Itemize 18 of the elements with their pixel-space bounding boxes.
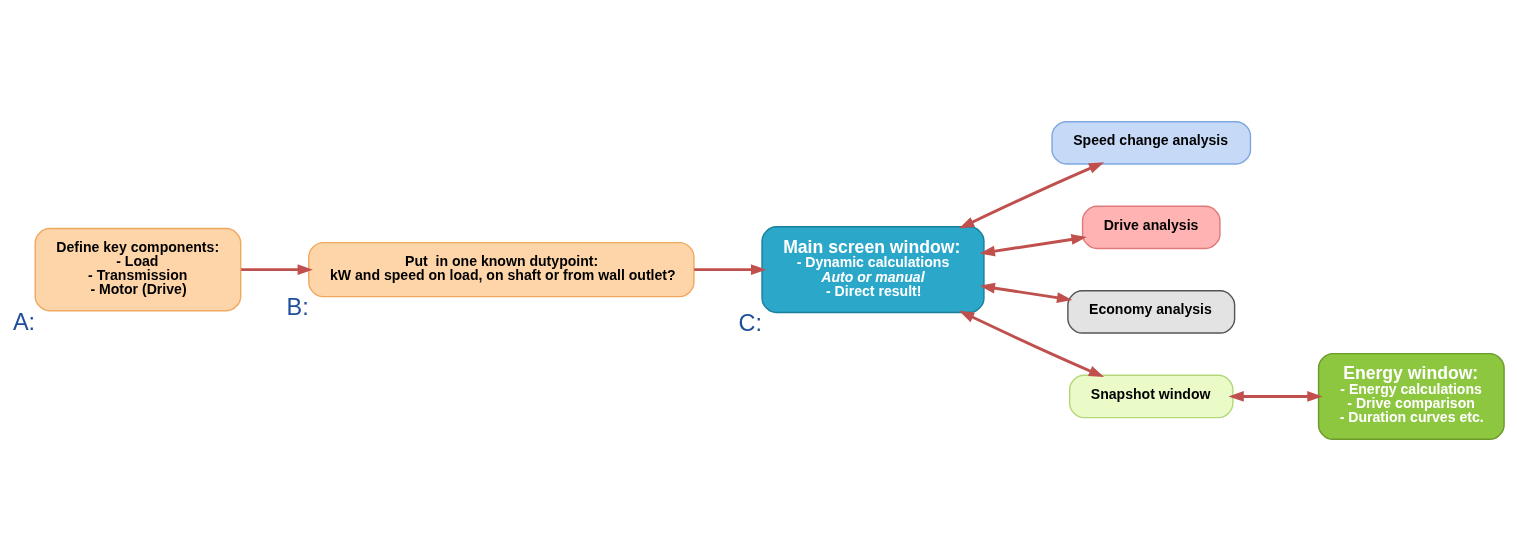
node-box: Drive analysis: [1081, 205, 1221, 249]
node-label: A:: [12, 308, 36, 335]
node-box: Define key components: - Load - Transmission - Motor (Drive): [34, 227, 242, 311]
arrow: [979, 282, 1073, 303]
arrow: [958, 310, 1105, 377]
arrow: [979, 233, 1087, 256]
node-box: Main screen window: - Dynamic calculations Auto or manual - Direct result!: [761, 225, 985, 313]
node-box: Put in one known dutypoint: kW and speed on load, on shaft or from wall outlet?: [308, 241, 695, 297]
arrow: [958, 161, 1105, 229]
arrow: [694, 263, 767, 275]
node-box: Economy analysis: [1067, 289, 1236, 334]
arrow: [241, 263, 313, 275]
node-box: Speed change analysis: [1051, 120, 1252, 165]
arrow: [1228, 390, 1323, 402]
node-label: C:: [738, 309, 763, 336]
node-box: Energy window: - Energy calculations - Drive comparison - Duration curves etc.: [1317, 352, 1505, 440]
node-box: Snapshot window: [1068, 374, 1234, 418]
node-label: B:: [286, 293, 309, 320]
